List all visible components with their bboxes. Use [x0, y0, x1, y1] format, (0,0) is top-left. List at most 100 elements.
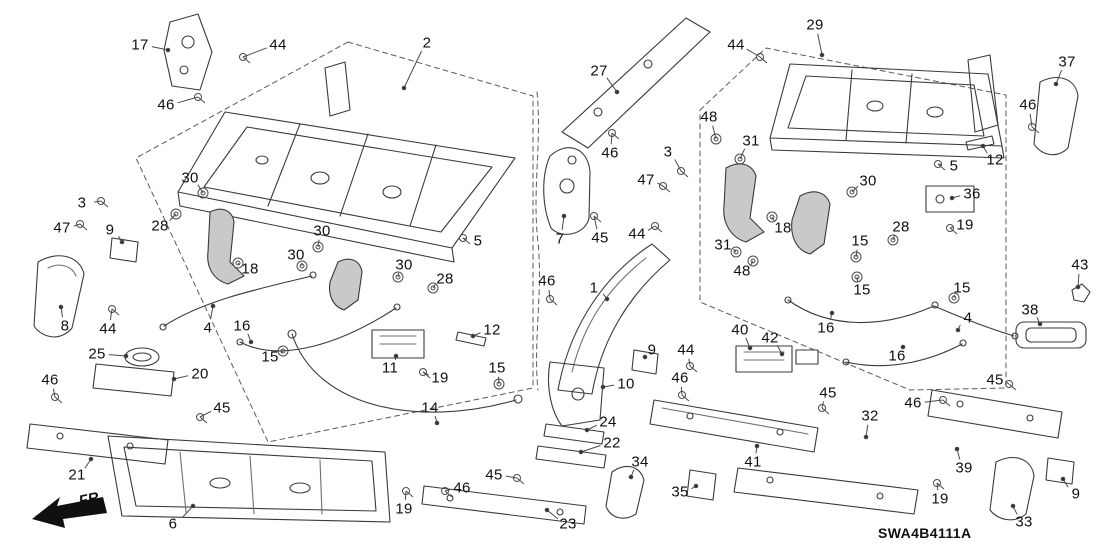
part-9-bracket — [109, 237, 1075, 485]
part-callout-47: 47 — [53, 219, 71, 237]
part-35-bracket — [686, 469, 717, 501]
part-callout-16: 16 — [888, 347, 906, 365]
part-callout-44: 44 — [99, 320, 117, 338]
part-12-clip — [455, 135, 995, 347]
part-callout-47: 47 — [637, 171, 655, 189]
part-25-ring — [124, 347, 160, 367]
part-callout-24: 24 — [599, 413, 617, 431]
part-callout-10: 10 — [617, 375, 635, 393]
part-callout-36: 36 — [963, 185, 981, 203]
assembly-boundary-left — [135, 41, 534, 443]
part-callout-12: 12 — [483, 321, 501, 339]
part-42-clip — [795, 349, 819, 365]
part-38-cover — [1015, 321, 1087, 349]
part-20-bracket — [92, 363, 175, 397]
part-2-seat-frame — [177, 61, 516, 263]
part-callout-44: 44 — [628, 225, 646, 243]
leader-lines — [51, 33, 1081, 520]
part-callout-30: 30 — [181, 169, 199, 187]
part-callout-15: 15 — [953, 279, 971, 297]
part-callout-31: 31 — [714, 236, 732, 254]
part-callout-46: 46 — [671, 369, 689, 387]
part-callout-21: 21 — [68, 466, 86, 484]
part-41-rail — [649, 399, 819, 453]
part-callout-44: 44 — [269, 36, 287, 54]
part-29-seat-frame — [769, 54, 1005, 159]
diagram-code: SWA4B4111A — [878, 525, 972, 541]
part-callout-25: 25 — [88, 345, 106, 363]
part-10-bracket — [547, 361, 605, 427]
part-callout-38: 38 — [1021, 301, 1039, 319]
part-callout-18: 18 — [774, 219, 792, 237]
part-callout-14: 14 — [421, 399, 439, 417]
part-callout-46: 46 — [41, 371, 59, 389]
part-callout-45: 45 — [213, 399, 231, 417]
part-callout-9: 9 — [105, 221, 115, 239]
part-callout-16: 16 — [233, 317, 251, 335]
part-callout-28: 28 — [151, 217, 169, 235]
part-callout-42: 42 — [761, 329, 779, 347]
part-callout-15: 15 — [488, 359, 506, 377]
part-callout-46: 46 — [538, 272, 556, 290]
part-callout-46: 46 — [601, 144, 619, 162]
part-callout-3: 3 — [663, 143, 673, 161]
part-callout-11: 11 — [381, 359, 399, 377]
part-callout-20: 20 — [191, 365, 209, 383]
part-callout-18: 18 — [241, 260, 259, 278]
part-callout-40: 40 — [731, 321, 749, 339]
part-callout-5: 5 — [473, 232, 483, 250]
control-cables — [159, 271, 1019, 413]
part-27-rail — [561, 17, 711, 149]
part-39-rail — [927, 389, 1063, 439]
hinge-brackets — [207, 163, 831, 311]
part-callout-35: 35 — [671, 483, 689, 501]
part-callout-19: 19 — [431, 369, 449, 387]
part-callout-28: 28 — [436, 270, 454, 288]
fr-label: FR. — [77, 488, 104, 510]
part-34-cover — [605, 465, 645, 519]
fr-direction-arrow: FR. — [32, 488, 107, 528]
part-callout-27: 27 — [590, 62, 608, 80]
part-callout-7: 7 — [555, 230, 565, 248]
part-callout-17: 17 — [131, 36, 149, 54]
part-43-hook — [1071, 283, 1091, 303]
part-callout-45: 45 — [485, 466, 503, 484]
part-32-rail — [733, 467, 919, 515]
part-40-plate — [735, 345, 793, 373]
part-callout-5: 5 — [949, 157, 959, 175]
part-callout-19: 19 — [931, 490, 949, 508]
part-callout-2: 2 — [422, 34, 432, 52]
part-8-cover — [33, 255, 85, 338]
part-callout-43: 43 — [1071, 256, 1089, 274]
part-1-riser — [557, 243, 671, 395]
part-21-rail — [26, 423, 169, 465]
part-callout-15: 15 — [261, 348, 279, 366]
part-7-hinge-plate — [543, 147, 591, 235]
part-callout-30: 30 — [287, 246, 305, 264]
part-callout-4: 4 — [203, 319, 213, 337]
part-6-floor-pan — [107, 435, 391, 523]
part-callout-30: 30 — [859, 172, 877, 190]
part-callout-15: 15 — [851, 232, 869, 250]
part-callout-46: 46 — [1019, 96, 1037, 114]
part-callout-8: 8 — [60, 317, 70, 335]
center-divider — [535, 91, 540, 391]
part-36-bracket — [925, 185, 975, 213]
part-callout-9: 9 — [647, 341, 657, 359]
assembly-boundary-right — [699, 47, 1007, 391]
part-callout-3: 3 — [77, 194, 87, 212]
part-callout-1: 1 — [589, 279, 599, 297]
part-callout-4: 4 — [963, 309, 973, 327]
part-callout-19: 19 — [956, 216, 974, 234]
part-callout-6: 6 — [168, 515, 178, 533]
part-23-rail — [421, 485, 587, 525]
part-callout-37: 37 — [1058, 53, 1076, 71]
fr-arrow-icon — [32, 497, 107, 528]
part-callout-12: 12 — [986, 151, 1004, 169]
part-callout-31: 31 — [742, 132, 760, 150]
part-callout-46: 46 — [453, 479, 471, 497]
part-callout-41: 41 — [744, 453, 762, 471]
part-callout-23: 23 — [559, 515, 577, 533]
part-33-cover — [989, 457, 1035, 521]
